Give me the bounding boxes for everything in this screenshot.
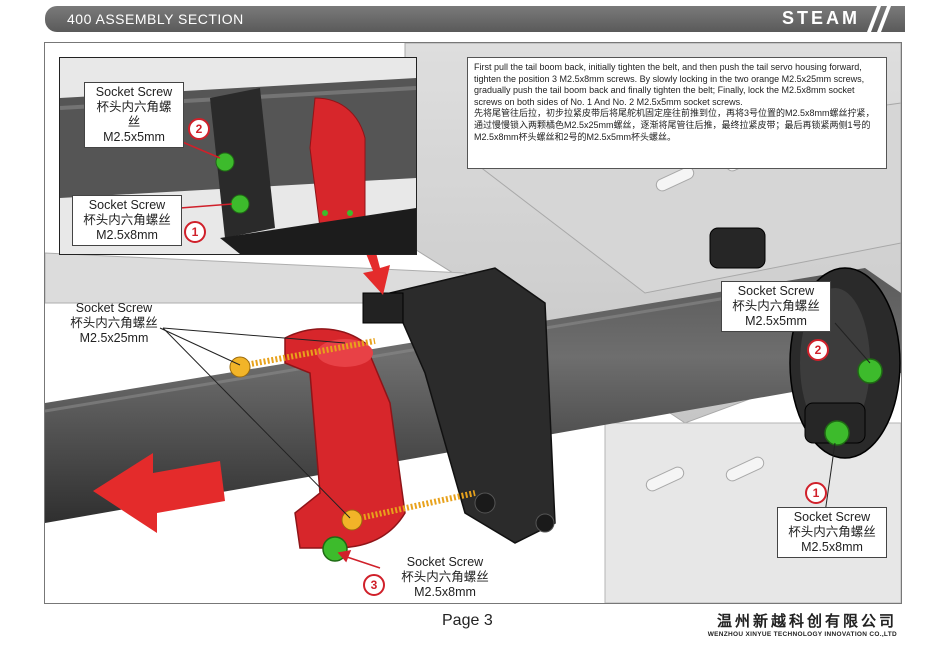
instructions-cn: 先将尾管往后拉，初步拉紧皮带后将尾舵机固定座往前推到位，再将3号位置的M2.5x… [474,108,875,142]
callout-number-2: 2 [807,339,829,361]
callout-number-1: 1 [805,482,827,504]
callout-size: M2.5x5mm [103,130,165,144]
callout-en: Socket Screw [406,555,484,569]
callout-en: Socket Screw [737,284,815,298]
callout-cn: 杯头内六角螺丝 [96,100,172,129]
callout-right-m2-5x5: Socket Screw 杯头内六角螺丝 M2.5x5mm [721,281,831,332]
company-logo: 温州新越科创有限公司 WENZHOU XINYUE TECHNOLOGY INN… [708,610,897,638]
assembly-illustration-frame: Socket Screw 杯头内六角螺丝 M2.5x5mm 2 Socket S… [44,42,902,604]
inset-callout-m2-5x5: Socket Screw 杯头内六角螺丝 M2.5x5mm [84,82,184,148]
callout-m2-5x25: Socket Screw 杯头内六角螺丝 M2.5x25mm [55,301,173,346]
callout-number-3: 3 [363,574,385,596]
callout-leader-lines [159,322,871,519]
callout-number-1: 1 [184,221,206,243]
instructions-en: First pull the tail boom back, initially… [474,62,865,107]
assembly-instructions: First pull the tail boom back, initially… [467,57,887,169]
callout-en: Socket Screw [88,198,166,212]
section-title: 400 ASSEMBLY SECTION [67,11,244,27]
push-direction-arrow-icon [93,453,225,533]
company-name-en: WENZHOU XINYUE TECHNOLOGY INNOVATION CO.… [707,631,897,638]
callout-red-arrows [337,550,381,569]
callout-en: Socket Screw [75,301,153,315]
callout-size: M2.5x8mm [96,228,158,242]
callout-size: M2.5x8mm [414,585,476,599]
callout-cn: 杯头内六角螺丝 [401,570,489,584]
callout-bottom-m2-5x8: Socket Screw 杯头内六角螺丝 M2.5x8mm [391,555,499,600]
company-name-cn: 温州新越科创有限公司 [716,613,897,630]
callout-cn: 杯头内六角螺丝 [83,213,171,227]
callout-number-2: 2 [188,118,210,140]
callout-size: M2.5x8mm [801,540,863,554]
servo-mount-center [362,267,556,544]
callout-cn: 杯头内六角螺丝 [70,316,158,330]
callout-cn: 杯头内六角螺丝 [788,525,876,539]
slash-decoration-icon [867,6,891,32]
header-bar: 400 ASSEMBLY SECTION STEAM [45,6,905,32]
brand-logo: STEAM [782,8,860,28]
callout-size: M2.5x25mm [79,331,149,345]
callout-en: Socket Screw [95,85,173,99]
callout-cn: 杯头内六角螺丝 [732,299,820,313]
detail-inset: Socket Screw 杯头内六角螺丝 M2.5x5mm 2 Socket S… [59,57,417,255]
insertion-arrow-icon [350,241,390,295]
page-number: Page 3 [442,612,493,629]
callout-right-m2-5x8: Socket Screw 杯头内六角螺丝 M2.5x8mm [777,507,887,558]
callout-size: M2.5x5mm [745,314,807,328]
callout-en: Socket Screw [793,510,871,524]
inset-callout-m2-5x8: Socket Screw 杯头内六角螺丝 M2.5x8mm [72,195,182,246]
